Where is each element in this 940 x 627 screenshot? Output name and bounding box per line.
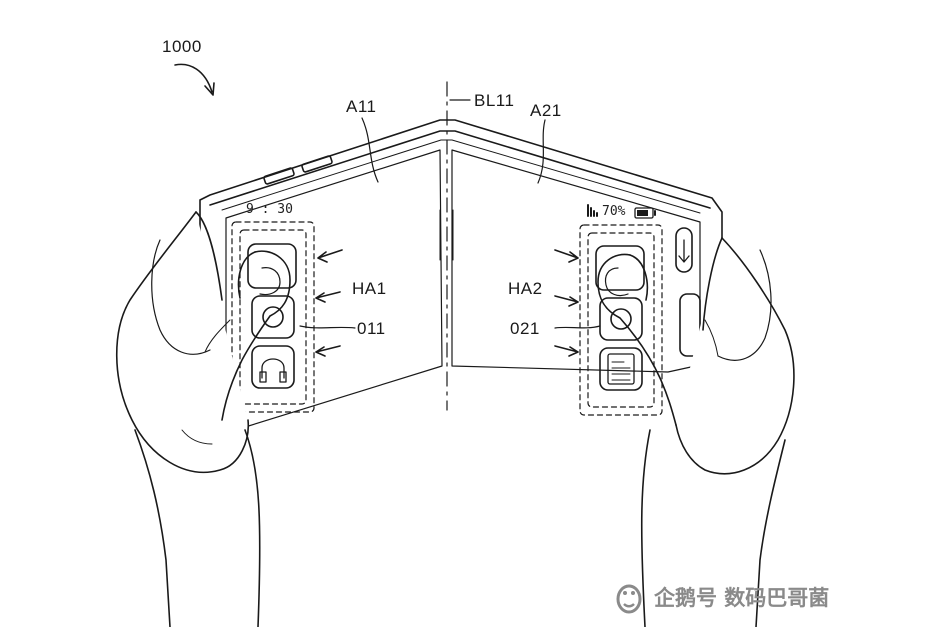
- ha2-arrow-1: [554, 249, 579, 263]
- right-app-icon-bottom: [599, 347, 643, 391]
- right-edge-handle: [679, 293, 701, 357]
- label-a21: A21: [530, 101, 562, 120]
- volume-button-2: [301, 155, 333, 173]
- right-hand-drawing: [597, 237, 795, 627]
- status-time: 9 : 30: [246, 202, 293, 217]
- ha1-arrow-2: [315, 291, 341, 303]
- left-app-icon-bottom: [251, 345, 295, 389]
- left-app-icon-top: [247, 243, 297, 289]
- battery-icon: [634, 207, 654, 219]
- watermark-text: 企鹅号 数码巴哥菌: [654, 586, 830, 610]
- status-battery-percent: 70%: [602, 204, 626, 219]
- ha2-arrow-3: [554, 345, 579, 357]
- screen-right: [451, 149, 701, 373]
- ha1-arrow-1: [317, 249, 343, 263]
- label-a11: A11: [346, 97, 377, 116]
- leader-o21: [554, 325, 601, 329]
- leader-a21: [537, 119, 546, 184]
- ha1-arrow-3: [315, 345, 341, 357]
- penguin-logo-icon: [616, 584, 642, 614]
- label-o11: 011: [357, 319, 386, 338]
- touch-region-ha2-outer: [579, 224, 663, 416]
- left-hand-drawing: [115, 211, 291, 627]
- label-bl11: BL11: [474, 91, 515, 110]
- watermark: 企鹅号 数码巴哥菌: [612, 580, 829, 614]
- device-top-edge-inner: [221, 139, 701, 214]
- reference-arrow-1000: [174, 63, 213, 93]
- battery-fill: [637, 210, 648, 216]
- volume-button-1: [263, 167, 295, 185]
- leader-a11: [361, 117, 379, 183]
- document-icon-lines: [611, 361, 631, 381]
- screen-left: [225, 149, 443, 429]
- touch-region-ha1-outer: [231, 221, 315, 413]
- right-edge-slot: [675, 227, 693, 273]
- label-ha2: HA2: [508, 279, 543, 298]
- signal-icon: [587, 204, 598, 217]
- leader-o11: [299, 325, 356, 329]
- ha2-arrow-2: [554, 295, 579, 307]
- document-icon: [607, 353, 635, 385]
- right-app-icon-middle-glyph: [610, 308, 632, 330]
- left-app-icon-middle-glyph: [262, 306, 284, 328]
- reference-numeral-1000: 1000: [162, 37, 202, 56]
- right-app-icon-top: [595, 245, 645, 291]
- left-app-icon-middle: [251, 295, 295, 339]
- right-app-icon-middle: [599, 297, 643, 341]
- touch-region-ha1-inner: [239, 229, 307, 405]
- back-arrow-icon: [678, 239, 690, 263]
- touch-region-ha2-inner: [587, 232, 655, 408]
- label-o21: 021: [510, 319, 540, 338]
- reference-arrow-head: [204, 82, 215, 96]
- headphones-icon: [259, 358, 287, 383]
- label-ha1: HA1: [352, 279, 387, 298]
